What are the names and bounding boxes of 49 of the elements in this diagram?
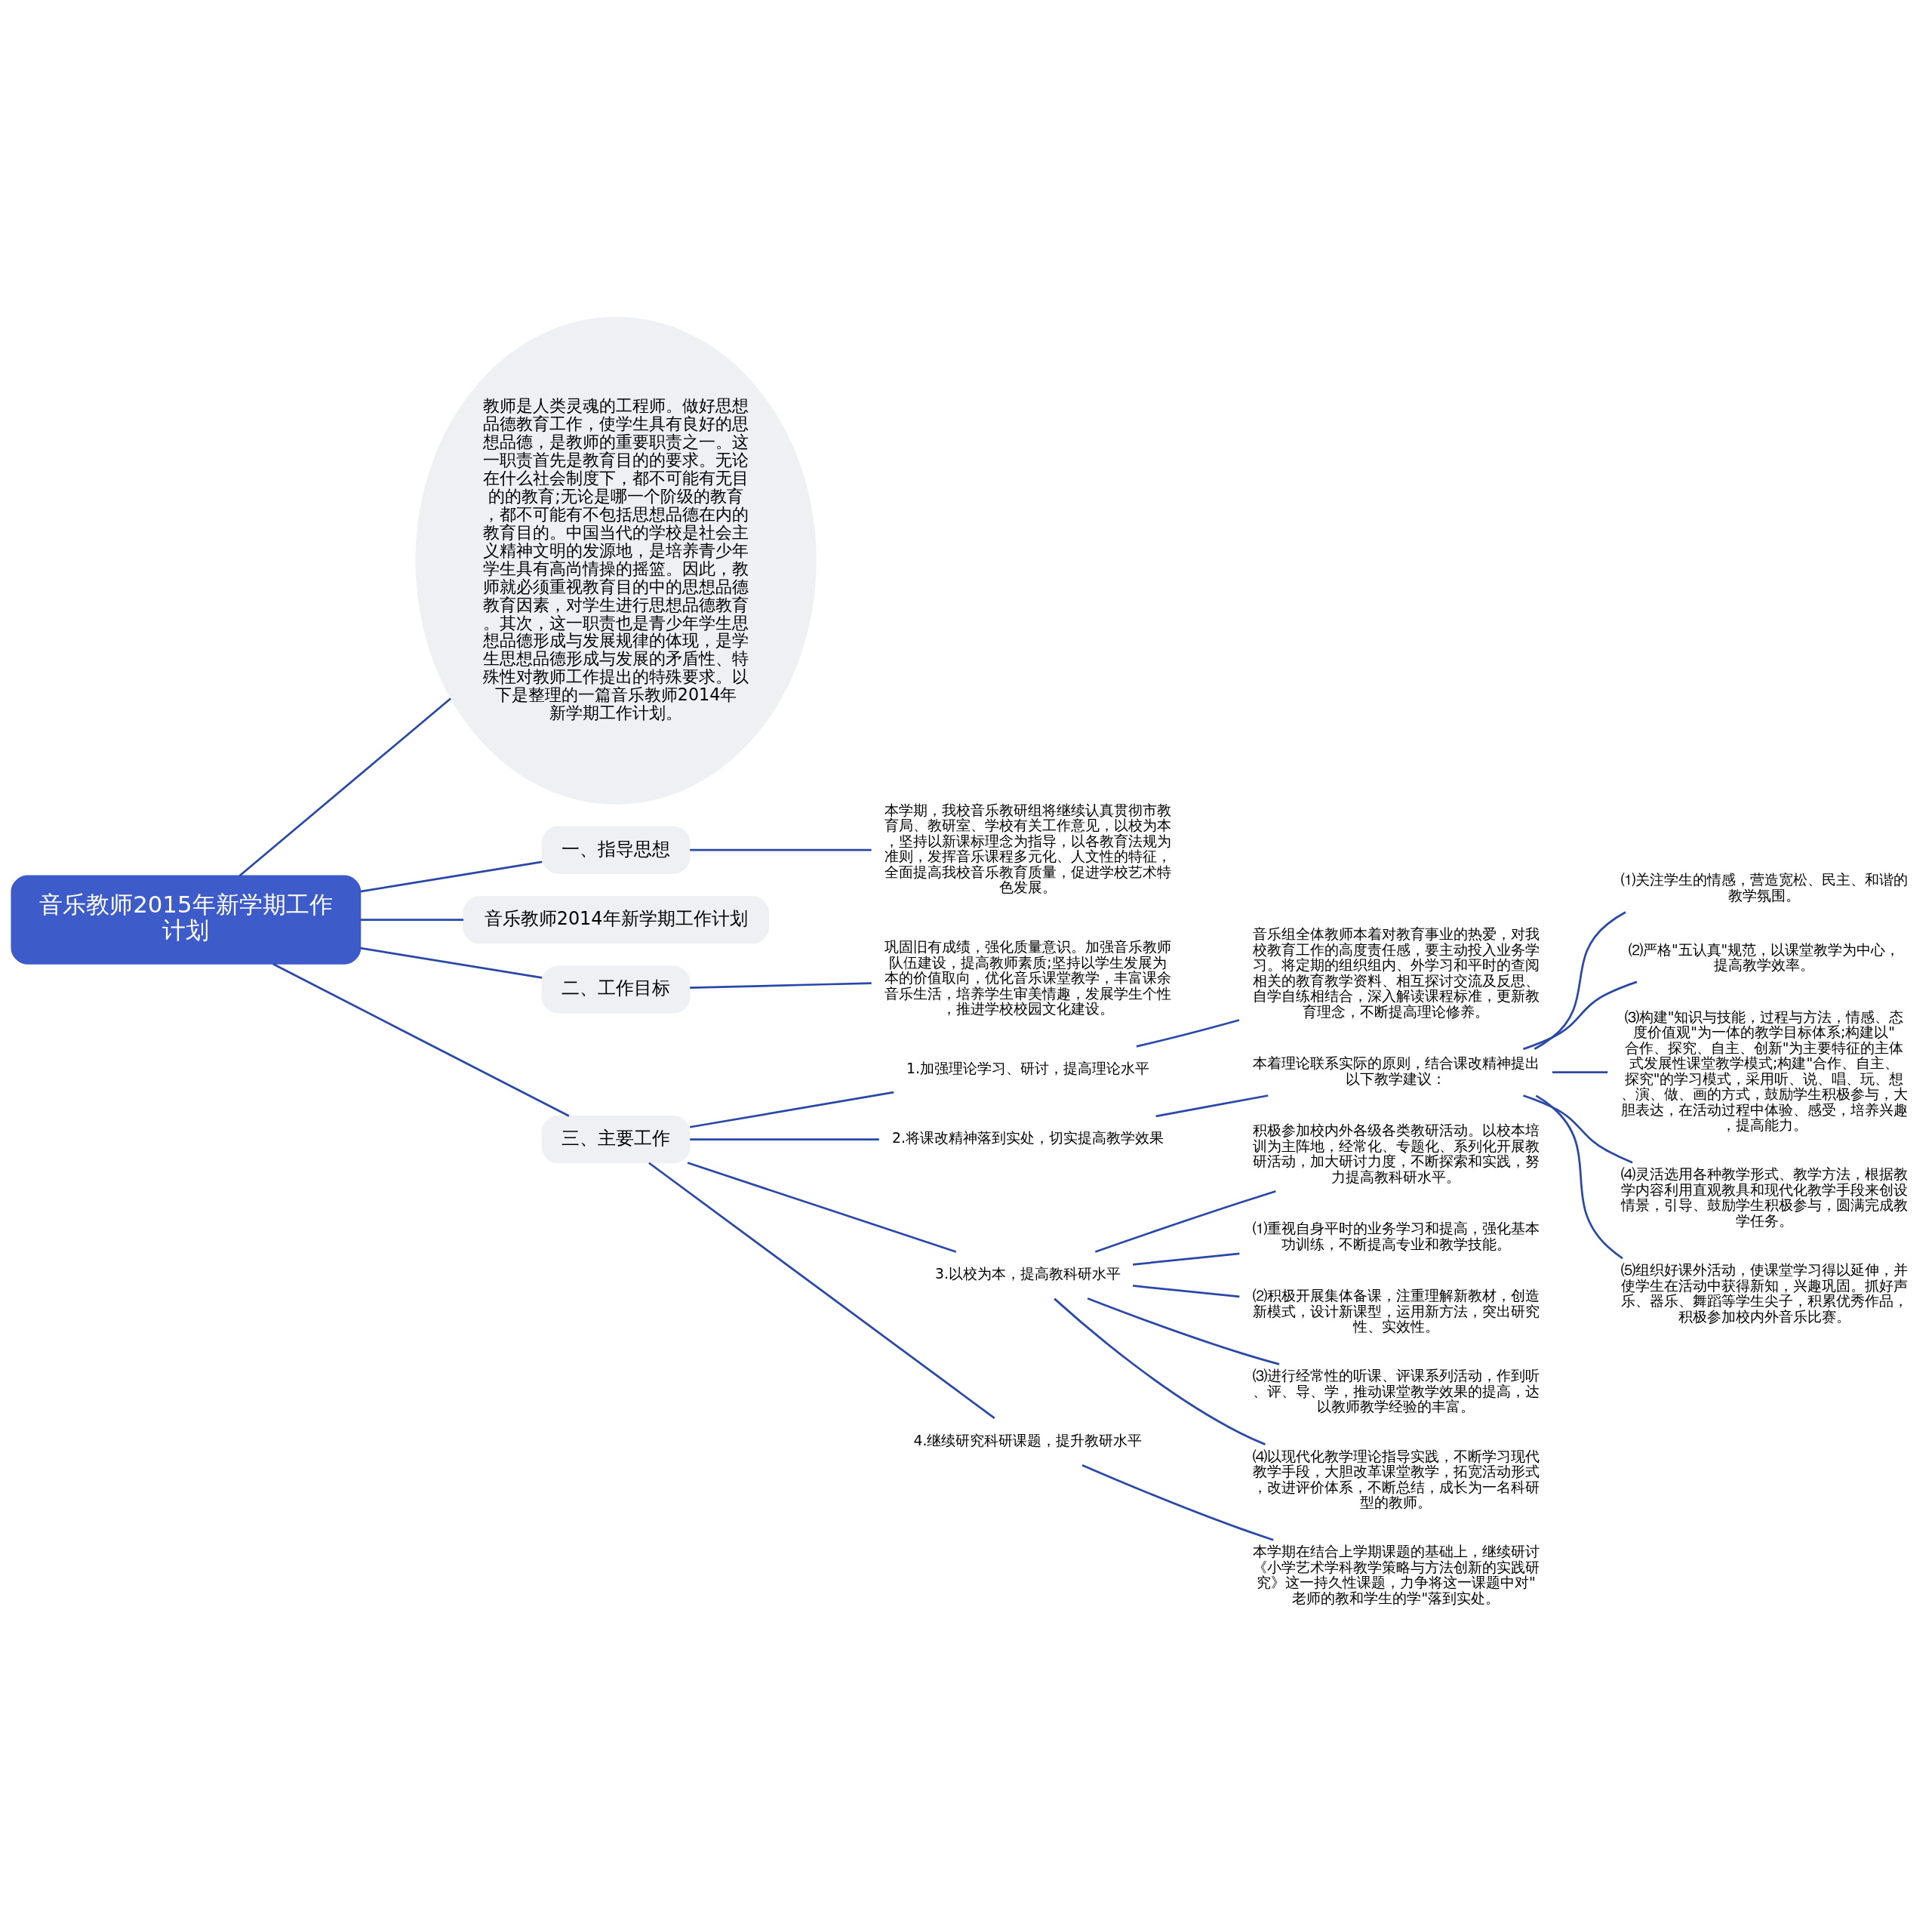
node-ellipse: 教师是人类灵魂的工程师。做好思想品德教育工作，使学生具有良好的思想品德，是教师的重要职责之一。这一职责首先是教育目的的要求。无论在什么社会制度下，都不可能有无目的的教育;无论是哪一个阶级的教育，都不可能有不包括思想品德在内的教育目的。中国当代的学校是社会主义精神文明的发源地，是培养青少年学生具有高尚情操的摇篮。因此，教师就必须重视教育目的中的思想品德教育因素，对学生进行思想品德教育。其次，这一职责也是青少年学生思想品德形成与发展规律的体现，是学生思想品德形成与发展的矛盾性、特殊性对教师工作提出的特殊要求。以下是整理的一篇音乐教师2014年新学期工作计划。 <box>415 316 817 805</box>
node-box: 音乐教师2014年新学期工作计划 <box>463 896 769 944</box>
node-box: 三、主要工作 <box>541 1116 691 1164</box>
connector <box>272 963 570 1117</box>
connector <box>360 919 464 922</box>
connector <box>687 1162 957 1253</box>
connector <box>360 860 543 893</box>
node-text: ⑵严格"五认真"规范，以课堂教学为中心，提高教学效率。 <box>1628 941 1900 974</box>
node-text: ⑴重视自身平时的业务学习和提高，强化基本功训练，不断提高专业和教学技能。 <box>1252 1220 1540 1252</box>
connector <box>690 1138 879 1141</box>
connector <box>1054 1297 1266 1445</box>
connector <box>238 697 451 877</box>
node-text: 1.加强理论学习、研讨，提高理论水平 <box>906 1060 1149 1077</box>
node-text: ⑷灵活选用各种教学形式、教学方法，根据教学内容利用直观教具和现代化教学手段来创设情景，引导、鼓励学生积极参与，圆满完成教学任务。 <box>1620 1166 1908 1229</box>
node-box: 音乐教师2015年新学期工作计划 <box>11 875 361 965</box>
connector <box>1552 1071 1608 1073</box>
connector <box>690 848 872 851</box>
connector <box>1535 1094 1623 1260</box>
connector <box>1136 1019 1240 1048</box>
node-text: ⑸组织好课外活动，使课堂学习得以延伸，并使学生在活动中获得新知，兴趣巩固。抓好声乐、器乐、舞蹈等学生尖子，积累优秀作品，积极参加校内外音乐比赛。 <box>1620 1262 1908 1325</box>
connector <box>1094 1190 1276 1253</box>
node-box: 一、指导思想 <box>541 826 691 874</box>
node-text: ⑵积极开展集体备课，注重理解新教材，创造新模式，设计新课型，运用新方法，突出研究性、实效性。 <box>1252 1288 1540 1335</box>
connector <box>1534 911 1626 1050</box>
node-text: 本学期，我校音乐教研组将继续认真贯彻市教育局、教研室、学校有关工作意见，以校为本，坚持以新课标理念为指导，以各教育法规为准则，发挥音乐课程多元化、人文性的特征，全面提高我校音乐教育质量，促进学校艺术特色发展。 <box>884 802 1171 896</box>
node-text: 2.将课改精神落到实处，切实提高教学效果 <box>891 1130 1164 1147</box>
connector <box>1155 1094 1269 1118</box>
node-text: ⑴关注学生的情感，营造宽松、民主、和谐的教学氛围。 <box>1620 872 1908 903</box>
connector <box>689 1091 894 1128</box>
node-text: 巩固旧有成绩，强化质量意识。加强音乐教师队伍建设，提高教师素质;坚持以学生发展为本的价值取向，优化音乐课堂教学，丰富课余音乐生活，培养学生审美情趣，发展学生个性，推进学校校园文化建设。 <box>884 939 1171 1017</box>
node-text: 3.以校为本，提高教科研水平 <box>934 1266 1121 1282</box>
connector <box>1081 1464 1274 1541</box>
node-text: ⑷以现代化教学理论指导实践，不断学习现代教学手段，大胆改革课堂教学，拓宽活动形式，改进评价体系，不断总结，成长为一名科研型的教师。 <box>1252 1448 1540 1511</box>
node-box: 二、工作目标 <box>541 965 691 1014</box>
connector <box>648 1162 995 1419</box>
connector <box>1133 1252 1240 1266</box>
node-text: 音乐组全体教师本着对教育事业的热爱，对我校教育工作的高度责任感，要主动投入业务学习。将定期的组织组内、外学习和平时的查阅相关的教育教学资料、相互探讨交流及反思、自学自练相结合，深入解读课程标准，更新教育理念，不断提高理论修养。 <box>1252 926 1540 1020</box>
node-text: 积极参加校内外各级各类教研活动。以校本培训为主阵地，经常化、专题化、系列化开展教研活动，加大研讨力度，不断探索和实践，努力提高教科研水平。 <box>1252 1122 1540 1185</box>
node-text: 4.继续研究科研课题，提升教研水平 <box>913 1433 1143 1448</box>
connector <box>1087 1297 1280 1365</box>
node-text: ⑶进行经常性的听课、评课系列活动，作到听、评、导、学，推动课堂教学效果的提高，达以教师教学经验的丰富。 <box>1252 1368 1540 1415</box>
connector <box>1523 980 1638 1051</box>
connector <box>1523 1094 1633 1164</box>
connector <box>1133 1285 1240 1298</box>
node-text: ⑶构建"知识与技能，过程与方法，情感、态度价值观"为一体的教学目标体系;构建以"合作、探究、自主、创新"为主要特征的主体式发展性课堂教学模式;构建"合作、自主、探究"的学习模式，采用听、说、唱、玩、想、演、做、画的方式，鼓励学生积极参与，大胆表达，在活动过程中体验、感受，培养兴趣，提高能力。 <box>1620 1008 1908 1134</box>
connector <box>360 947 543 979</box>
node-text: 本着理论联系实际的原则，结合课改精神提出以下教学建议： <box>1252 1055 1540 1087</box>
connector <box>690 982 872 990</box>
node-text: 本学期在结合上学期课题的基础上，继续研讨《小学艺术学科教学策略与方法创新的实践研究》这一持久性课题，力争将这一课题中对"老师的教和学生的学"落到实处。 <box>1252 1544 1540 1606</box>
